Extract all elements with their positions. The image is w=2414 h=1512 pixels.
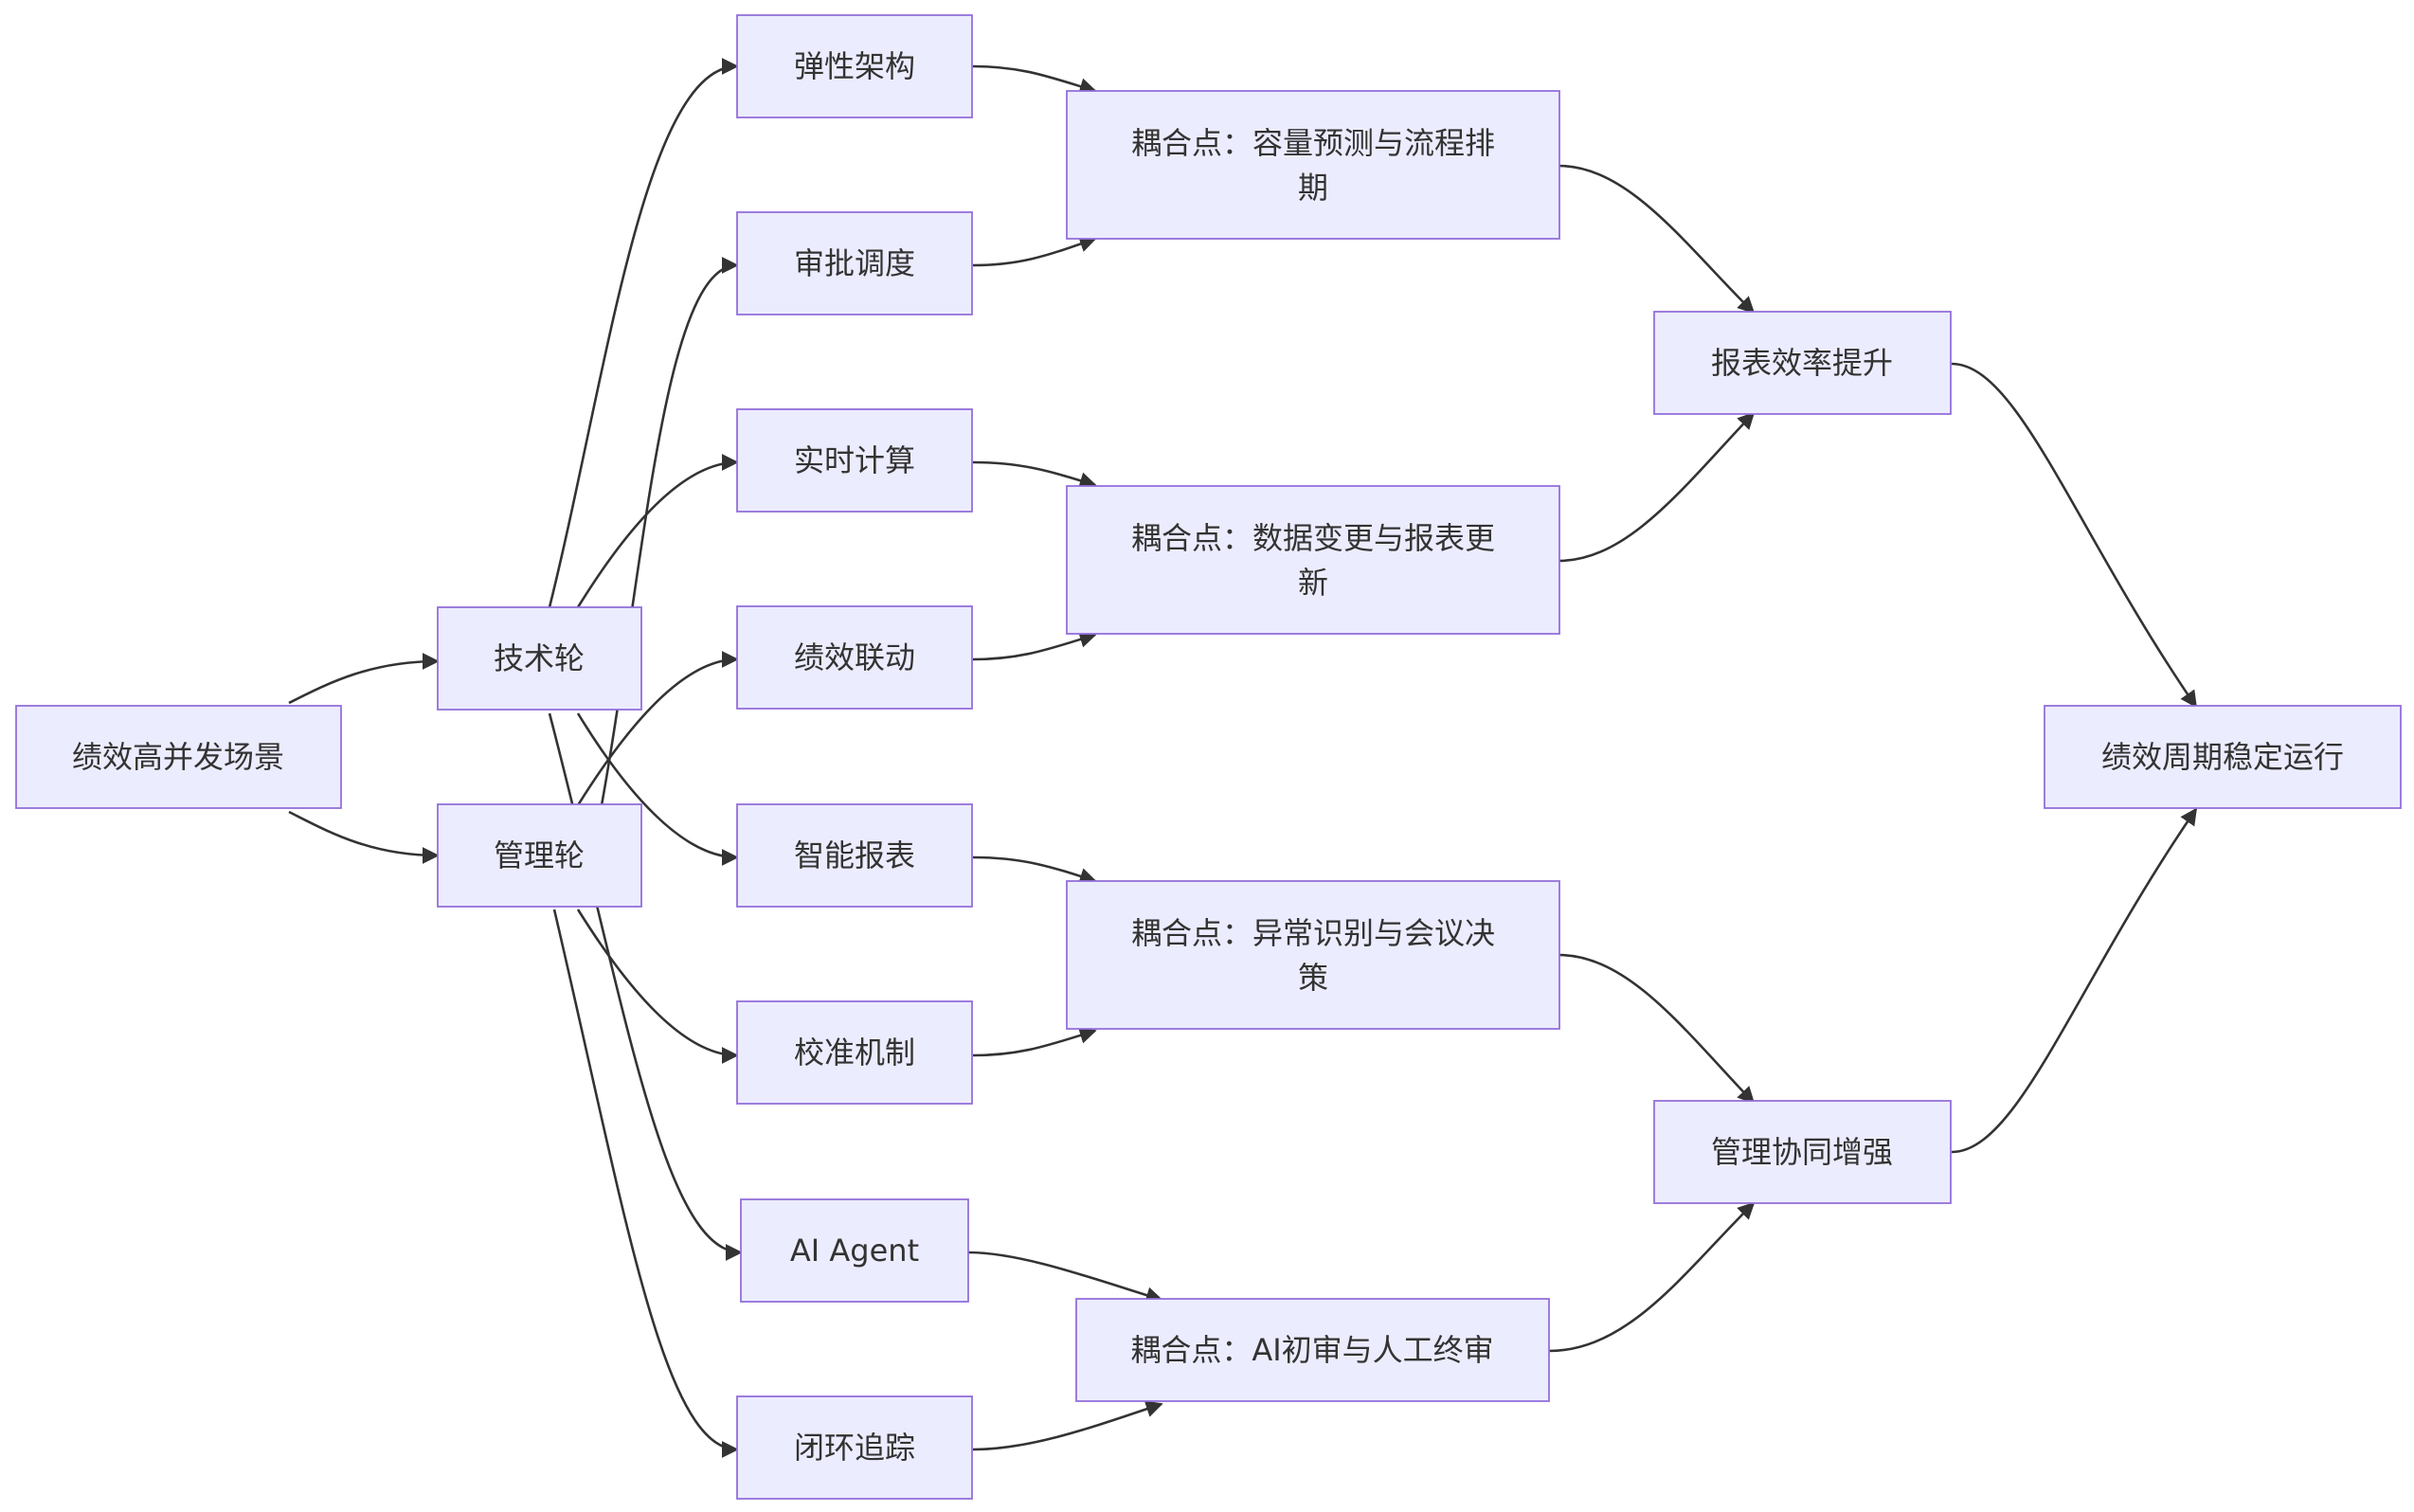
node-report: 智能报表 [736, 803, 973, 908]
node-eff: 报表效率提升 [1653, 311, 1952, 415]
node-calib-label: 校准机制 [794, 1035, 915, 1071]
node-c1-line2: 期 [1298, 170, 1328, 206]
node-elastic: 弹性架构 [736, 14, 973, 118]
node-tech-label: 技术轮 [494, 640, 585, 676]
edge-tech-realtime [576, 454, 739, 608]
node-mgmt: 管理轮 [437, 803, 642, 908]
node-c4: 耦合点：AI初审与人工终审 [1075, 1298, 1550, 1402]
edge-mgmt-linkage [576, 651, 739, 806]
node-c2-line2: 新 [1298, 565, 1328, 601]
edge-tech-report [576, 712, 739, 866]
edge-elastic-c1 [972, 64, 1097, 95]
edge-mgmt-approval [600, 257, 739, 806]
node-start: 绩效高并发场景 [15, 705, 342, 809]
node-c1-line1: 耦合点：容量预测与流程排 [1131, 125, 1495, 161]
edge-tech-elastic [548, 58, 739, 608]
node-linkage: 绩效联动 [736, 605, 973, 710]
node-tech: 技术轮 [437, 606, 642, 711]
edges [288, 58, 2198, 1458]
node-mgmt-label: 管理轮 [494, 837, 585, 873]
node-elastic-label: 弹性架构 [794, 48, 915, 84]
node-loop-label: 闭环追踪 [794, 1430, 915, 1466]
edge-eff-end [1951, 362, 2198, 709]
edge-c3-collab [1558, 953, 1756, 1105]
node-linkage-label: 绩效联动 [794, 639, 915, 675]
node-c3-line2: 策 [1298, 960, 1328, 996]
edge-tech-agent [548, 712, 743, 1261]
node-end: 绩效周期稳定运行 [2044, 705, 2402, 809]
edge-realtime-c2 [972, 460, 1097, 489]
edge-c2-eff [1558, 411, 1756, 563]
node-c1: 耦合点：容量预测与流程排 期 [1066, 90, 1560, 240]
node-end-label: 绩效周期稳定运行 [2101, 739, 2344, 775]
edge-report-c3 [972, 855, 1097, 885]
node-approval-label: 审批调度 [794, 245, 915, 281]
node-loop: 闭环追踪 [736, 1395, 973, 1500]
node-agent-label: AI Agent [790, 1233, 919, 1269]
edge-mgmt-calib [576, 909, 739, 1064]
node-realtime-label: 实时计算 [794, 442, 915, 478]
node-report-label: 智能报表 [794, 837, 915, 873]
node-agent: AI Agent [740, 1198, 969, 1303]
nodes: 绩效高并发场景 技术轮 管理轮 弹性架构 审批调度 实时计算 绩效联动 智能 [15, 14, 2402, 1500]
edge-c1-eff [1558, 164, 1756, 315]
node-start-label: 绩效高并发场景 [72, 739, 284, 775]
edge-linkage-c2 [972, 631, 1097, 661]
edge-collab-end [1951, 807, 2198, 1154]
node-collab-label: 管理协同增强 [1711, 1134, 1893, 1170]
edge-start-mgmt [288, 810, 440, 864]
node-eff-label: 报表效率提升 [1711, 345, 1893, 381]
node-c3: 耦合点：异常识别与会议决 策 [1066, 880, 1560, 1030]
edge-approval-c1 [972, 235, 1097, 267]
node-c3-line1: 耦合点：异常识别与会议决 [1131, 915, 1495, 951]
node-c2-line1: 耦合点：数据变更与报表更 [1131, 520, 1495, 556]
node-calib: 校准机制 [736, 1000, 973, 1105]
node-c2: 耦合点：数据变更与报表更 新 [1066, 485, 1560, 635]
edge-c4-collab [1548, 1201, 1756, 1353]
edge-agent-c4 [967, 1251, 1163, 1304]
edge-mgmt-loop [552, 909, 739, 1458]
node-approval: 审批调度 [736, 211, 973, 315]
node-realtime: 实时计算 [736, 408, 973, 513]
edge-loop-c4 [972, 1400, 1163, 1451]
node-c4-label: 耦合点：AI初审与人工终审 [1130, 1332, 1493, 1368]
node-collab: 管理协同增强 [1653, 1100, 1952, 1204]
edge-calib-c3 [972, 1027, 1097, 1057]
edge-start-tech [288, 653, 440, 705]
